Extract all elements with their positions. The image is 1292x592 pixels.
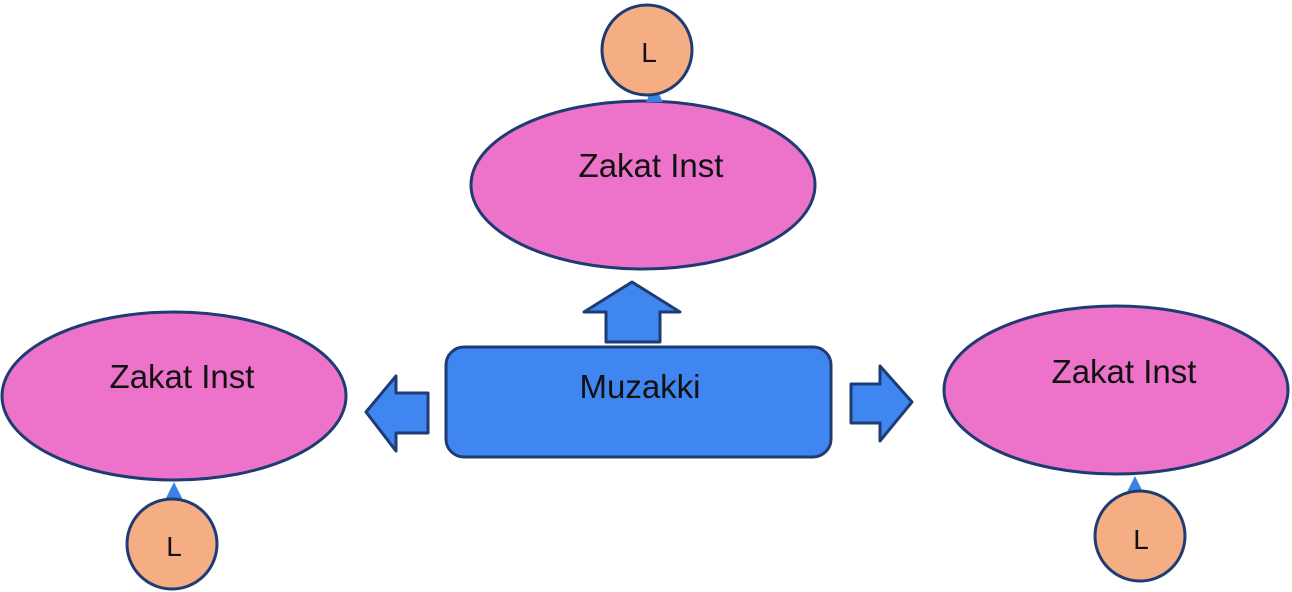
badge-top-label: L [641,37,657,68]
muzakki-label: Muzakki [579,368,700,405]
connector-right-icon [1126,476,1144,494]
connector-left-icon [165,482,183,500]
zakat-inst-right-node [942,304,1290,476]
zakat-inst-left-node [0,310,348,482]
badge-right [1093,489,1187,583]
zakat-inst-top-label: Zakat Inst [579,147,724,184]
badge-left [125,497,219,591]
muzakki-node [444,345,833,459]
arrow-up-icon [582,280,682,344]
arrow-right-icon [849,364,914,443]
badge-top [600,3,694,97]
badge-left-label: L [166,531,182,562]
zakat-inst-top-node [469,99,817,271]
arrow-left-icon [364,374,430,453]
zakat-inst-left-label: Zakat Inst [110,358,255,395]
zakat-inst-right-label: Zakat Inst [1052,353,1197,390]
badge-right-label: L [1133,524,1149,555]
